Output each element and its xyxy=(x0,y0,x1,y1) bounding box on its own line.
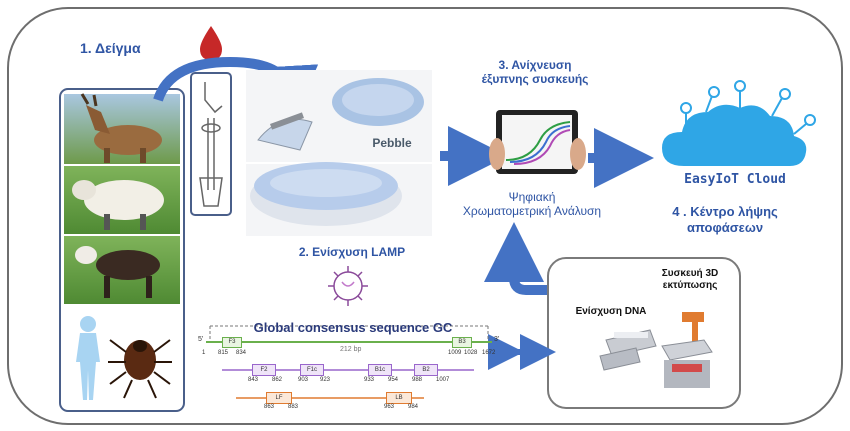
sample-procedure-panel xyxy=(190,72,232,216)
sequence-end-3: 3' xyxy=(494,336,500,343)
f3-box: F3 xyxy=(222,337,242,348)
analysis-line-1: Ψηφιακή xyxy=(508,190,556,204)
outer-frame xyxy=(7,7,843,425)
position-label: 815 xyxy=(218,350,229,356)
goat-image xyxy=(64,93,180,164)
position-label: 1009 xyxy=(448,350,462,356)
position-label: 1672 xyxy=(482,350,496,356)
sequence-title: Global consensus sequence GC xyxy=(253,320,453,335)
sequence-length: 212 bp xyxy=(340,346,362,353)
step-decision-label: 4 . Κέντρο λήψης αποφάσεων xyxy=(650,204,800,235)
swab-tube-icon xyxy=(199,82,223,207)
analysis-line-2: Χρωματομετρική Ανάλυση xyxy=(462,204,602,219)
sequence-positions-row: 1 815 834 1009 1028 1672 xyxy=(198,350,498,359)
primer-position-label: 988 xyxy=(412,377,423,383)
primer-positions-row: 843 862 903 923 933 954 988 1007 xyxy=(244,377,464,386)
primer-box-b1c: B1c xyxy=(368,364,392,376)
pebble-device-bottom xyxy=(246,162,432,236)
dna-amplifier-image xyxy=(599,329,657,371)
dna-amplification-label: Ενίσχυση DNA xyxy=(575,306,647,317)
cloud-name-label: EasyIoT Cloud xyxy=(684,172,786,187)
printer-line-1: Συσκευή 3D xyxy=(661,268,719,279)
printer-label: Συσκευή 3D εκτύπωσης xyxy=(650,268,730,292)
virus-icon xyxy=(328,266,368,306)
sequence-end-5: 5' xyxy=(198,336,204,343)
sequence-map xyxy=(206,325,492,399)
detection-line-2: έξυπνης συσκευής xyxy=(481,72,589,87)
loop-positions-row: 863 883 963 984 xyxy=(256,404,436,413)
3d-printer-image xyxy=(661,312,713,388)
primer-box-f2: F2 xyxy=(252,364,276,376)
pebble-device-top xyxy=(246,70,432,162)
decision-line-1: 4 . Κέντρο λήψης xyxy=(672,204,778,219)
primer-position-label: 1007 xyxy=(436,377,450,383)
primer-position-label: 903 xyxy=(298,377,309,383)
step-sample-label: 1. Δείγμα xyxy=(80,40,141,56)
pebble-brand-label: Pebble xyxy=(372,136,412,150)
primer-box-b2: B2 xyxy=(414,364,438,376)
primer-position-label: 954 xyxy=(388,377,399,383)
detection-line-1: 3. Ανίχνευση xyxy=(498,58,572,72)
position-label: 834 xyxy=(236,350,247,356)
tablet-image xyxy=(489,110,586,174)
position-label: 1028 xyxy=(464,350,478,356)
loop-position-label: 863 xyxy=(264,404,275,410)
primer-position-label: 843 xyxy=(248,377,259,383)
step-amplification-label: 2. Ενίσχυση LAMP xyxy=(298,245,406,259)
printer-line-2: εκτύπωσης xyxy=(662,280,718,291)
loop-position-label: 984 xyxy=(408,404,419,410)
b3-box: B3 xyxy=(452,337,472,348)
printing-to-analysis-arrow xyxy=(484,222,548,295)
analysis-label: Ψηφιακή Χρωματομετρική Ανάλυση xyxy=(442,190,622,219)
human-and-tick-image xyxy=(64,306,180,406)
loop-position-label: 883 xyxy=(288,404,299,410)
blood-drop-icon xyxy=(200,26,222,60)
sheep-image xyxy=(64,166,180,234)
loop-box-lf: LF xyxy=(266,392,292,404)
decision-line-2: αποφάσεων xyxy=(686,219,764,235)
primer-position-label: 862 xyxy=(272,377,283,383)
primer-position-label: 933 xyxy=(364,377,375,383)
loop-box-lb: LB xyxy=(386,392,412,404)
position-label: 1 xyxy=(202,350,206,356)
loop-position-label: 963 xyxy=(384,404,395,410)
cow-image xyxy=(64,236,180,304)
primer-position-label: 923 xyxy=(320,377,331,383)
step-detection-label: 3. Ανίχνευση έξυπνης συσκευής xyxy=(460,58,610,87)
cloud-network-icon xyxy=(662,80,816,166)
primer-box-f1c: F1c xyxy=(300,364,324,376)
